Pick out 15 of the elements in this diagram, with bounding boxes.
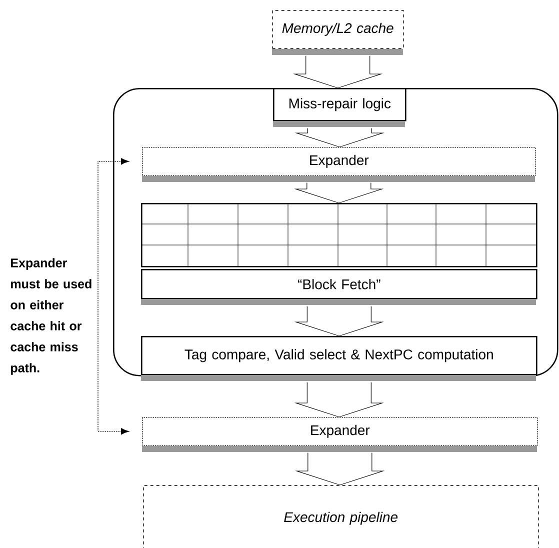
memory-box: Memory/L2 cache xyxy=(272,10,404,55)
block-arrow xyxy=(294,306,384,336)
expander-box: Expander xyxy=(142,147,536,182)
block-arrow xyxy=(294,382,384,418)
logic-box: Tag compare, Valid select & NextPC computation xyxy=(141,336,538,381)
note-text: Expander must be used on either cache hit or cache miss path. xyxy=(10,258,92,375)
block-arrow xyxy=(294,128,385,148)
block-arrow xyxy=(295,452,385,486)
block-fetch-box: “Block Fetch” xyxy=(141,269,538,305)
block-arrow xyxy=(292,55,383,88)
block-arrow xyxy=(294,182,384,204)
logic-box: Miss-repair logic xyxy=(273,88,406,127)
dotted-arrow xyxy=(98,158,129,435)
pipeline-box: Execution pipeline xyxy=(143,484,539,548)
expander-box: Expander xyxy=(142,417,538,452)
